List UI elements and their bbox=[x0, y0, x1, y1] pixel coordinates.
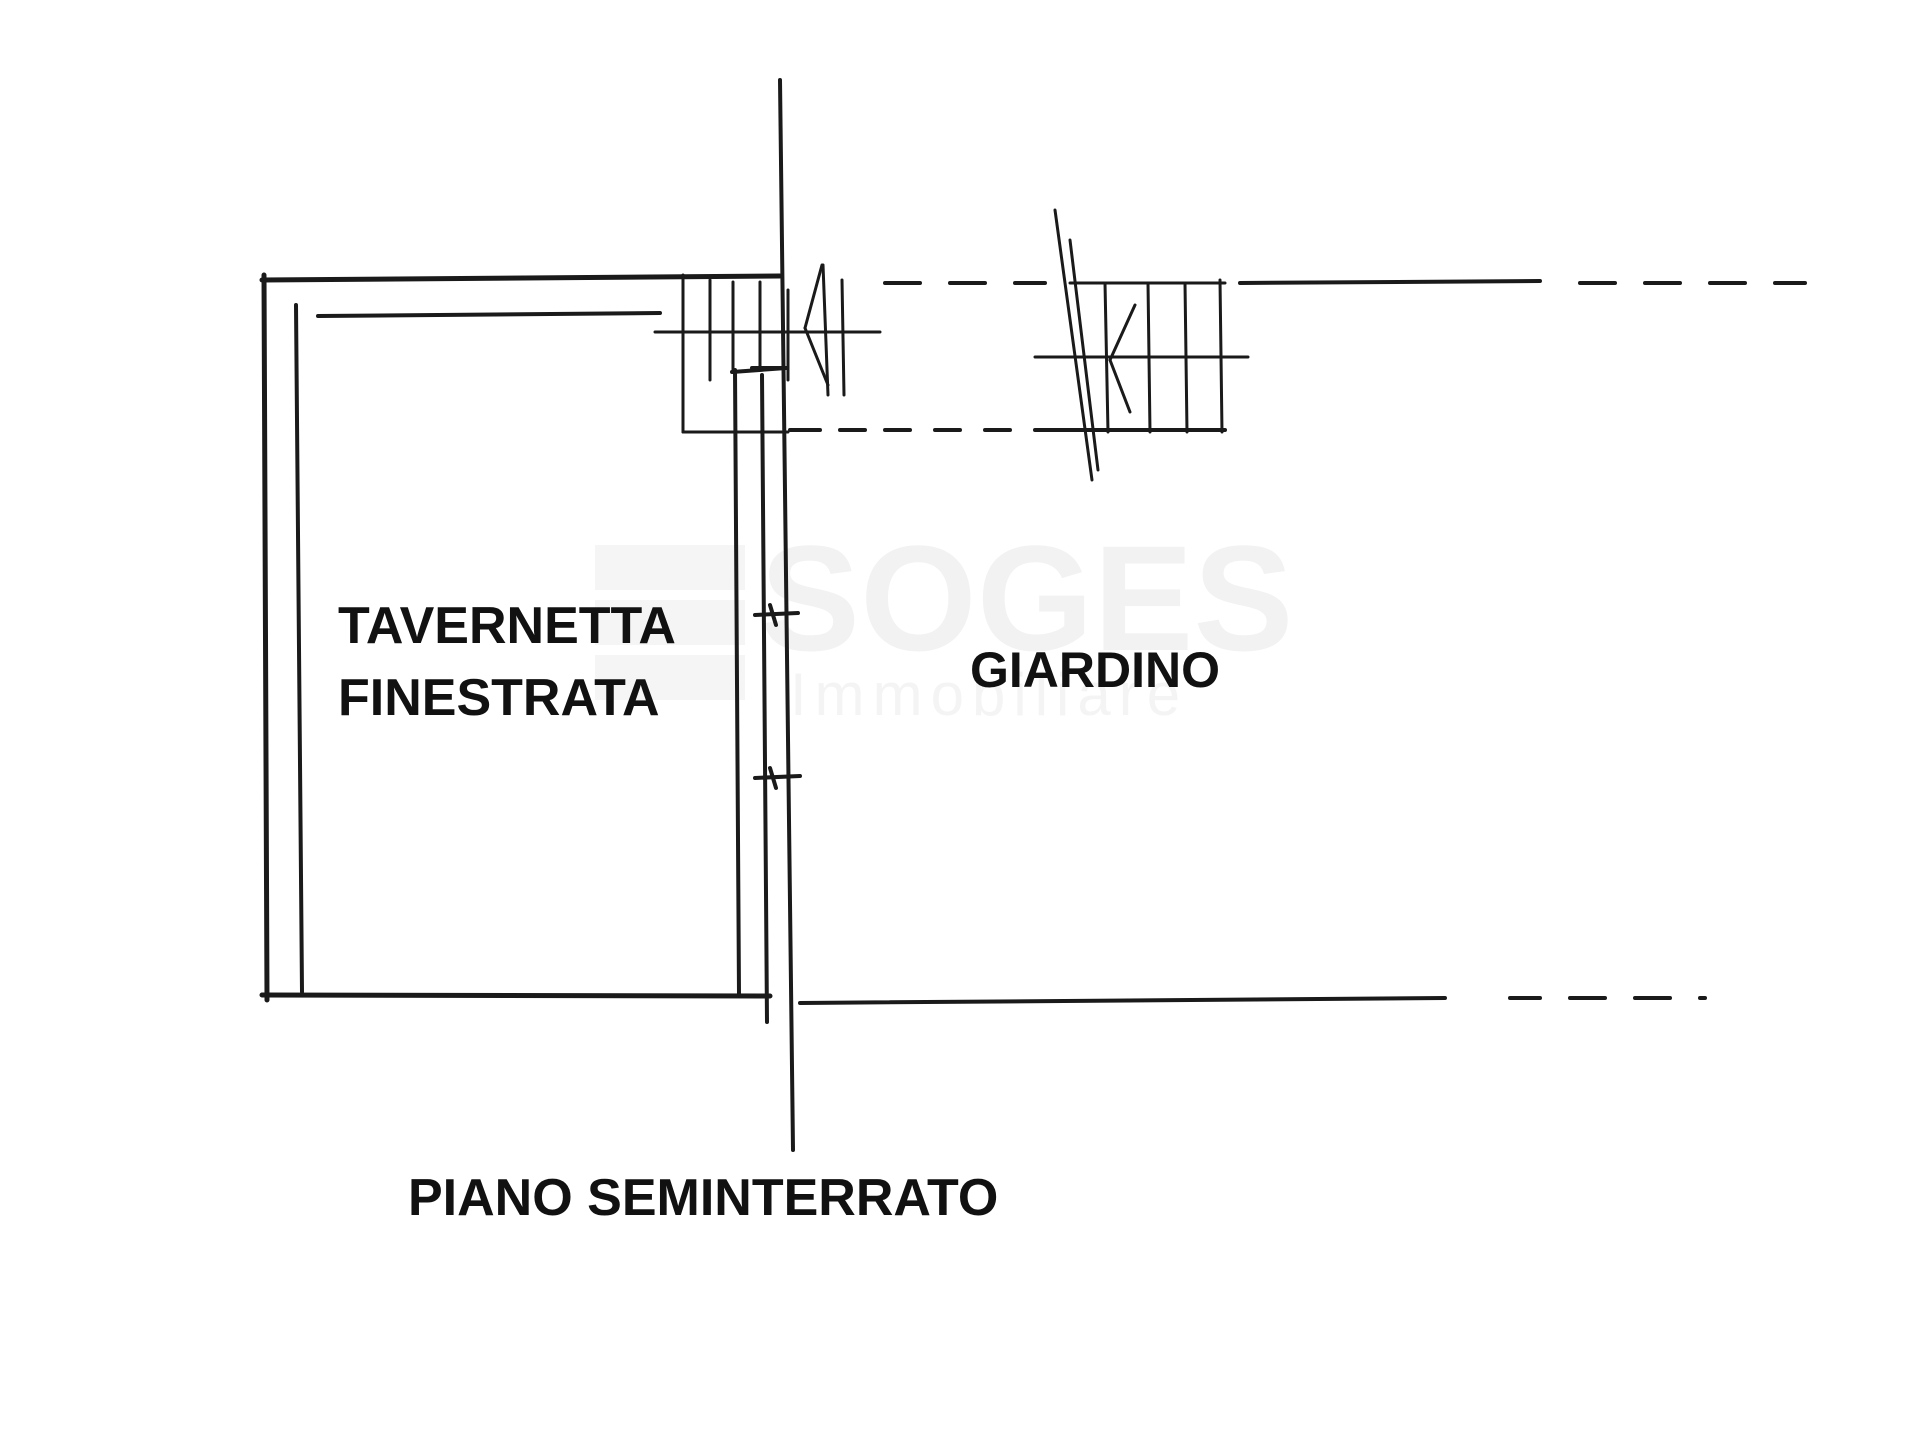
top-dashed-line bbox=[883, 279, 1807, 285]
watermark-logo: SOGES Immobiliare bbox=[595, 514, 1294, 728]
door-swing bbox=[803, 263, 846, 397]
plan-lines bbox=[259, 78, 1807, 1152]
floor-title: PIANO SEMINTERRATO bbox=[408, 1169, 999, 1227]
wall-strip bbox=[730, 366, 802, 1024]
svg-text:Immobiliare: Immobiliare bbox=[790, 661, 1188, 728]
entry-stairs bbox=[653, 273, 882, 434]
bottom-dashed-line bbox=[798, 996, 1707, 1005]
room-walls bbox=[259, 272, 783, 1003]
room-label-line2: FINESTRATA bbox=[338, 669, 660, 727]
room-label-line1: TAVERNETTA bbox=[338, 597, 676, 655]
garden-stairs bbox=[1033, 208, 1250, 482]
room-inner-walls bbox=[294, 303, 662, 994]
garden-label: GIARDINO bbox=[970, 642, 1220, 698]
svg-text:SOGES: SOGES bbox=[760, 514, 1294, 682]
room-label: TAVERNETTA FINESTRATA bbox=[338, 590, 676, 734]
